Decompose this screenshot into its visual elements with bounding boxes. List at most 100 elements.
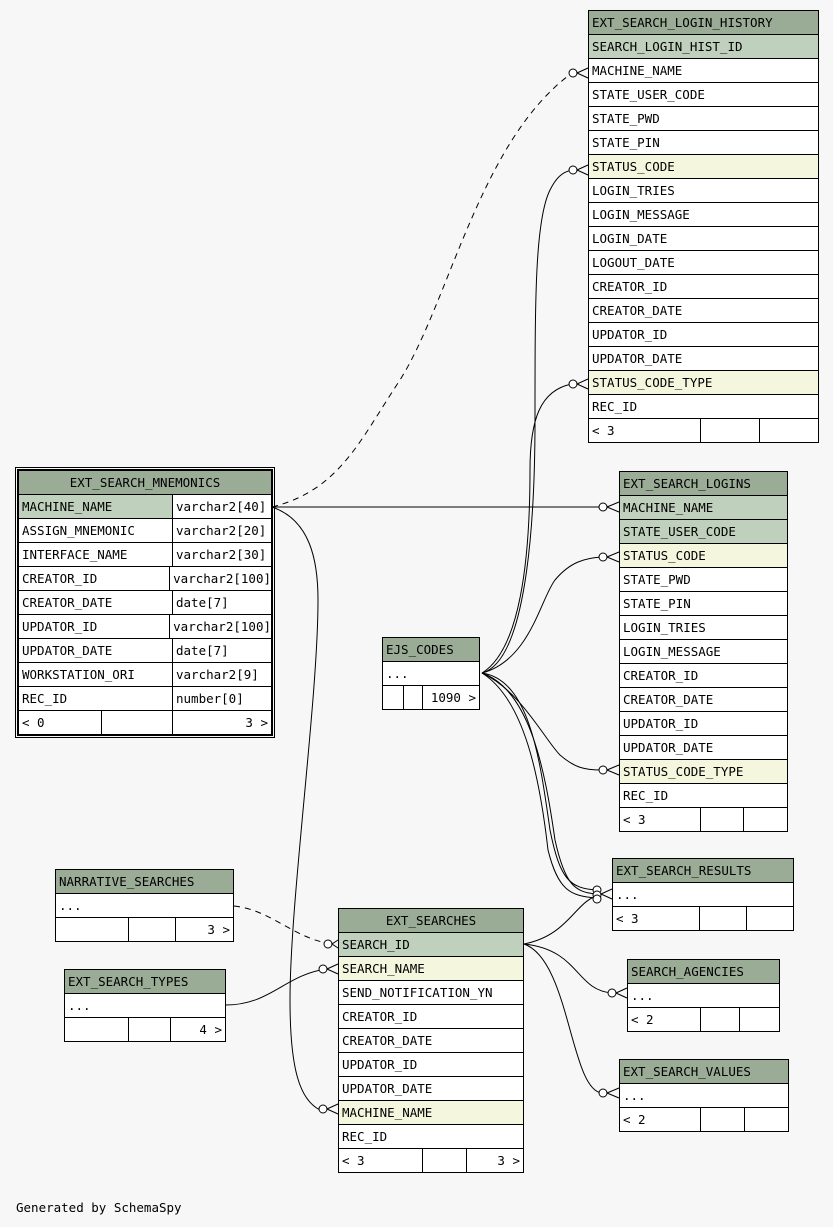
table-footer: 3 >: [56, 917, 233, 941]
column-row: LOGIN_DATE: [589, 226, 818, 250]
link-mnemonics-login-history: [271, 72, 573, 508]
column-row: STATUS_CODE_TYPE: [620, 759, 787, 783]
table-footer: < 3: [589, 418, 818, 442]
column-row: REC_ID: [589, 394, 818, 418]
column-row: MACHINE_NAME: [589, 58, 818, 82]
table-footer: 1090 >: [383, 685, 479, 709]
link-mnemonics-searches: [271, 506, 321, 1111]
table-footer: < 3: [613, 906, 793, 930]
parent-count: < 2: [631, 1012, 654, 1027]
table-searches[interactable]: EXT_SEARCHES SEARCH_ID SEARCH_NAME SEND_…: [338, 908, 524, 1173]
link-ejs-logins-status: [481, 556, 603, 674]
table-narrative-searches[interactable]: NARRATIVE_SEARCHES ... 3 >: [55, 869, 234, 942]
column-row: UPDATOR_ID: [339, 1052, 523, 1076]
column-row: LOGIN_TRIES: [620, 615, 787, 639]
table-body-ellipsis: ...: [620, 1083, 788, 1107]
column-row: CREATOR_ID: [620, 663, 787, 687]
column-row: SEND_NOTIFICATION_YN: [339, 980, 523, 1004]
column-row: STATE_USER_CODE: [589, 82, 818, 106]
column-row: STATE_PWD: [589, 106, 818, 130]
crowfoot-history-type: [568, 379, 578, 389]
crowfoot-values: [598, 1088, 608, 1098]
crowfoot-searches-id: [323, 939, 333, 949]
link-ejs-results-c: [481, 672, 597, 899]
table-footer: < 3: [620, 807, 787, 831]
column-row: LOGIN_MESSAGE: [620, 639, 787, 663]
column-row: STATUS_CODE: [620, 543, 787, 567]
parent-count: < 3: [616, 911, 639, 926]
crowfoot-searches-name: [318, 964, 328, 974]
table-title: EXT_SEARCH_VALUES: [620, 1060, 788, 1083]
crowfoot-results-c: [592, 894, 602, 904]
table-search-types[interactable]: EXT_SEARCH_TYPES ... 4 >: [64, 969, 226, 1042]
column-row: REC_ID: [620, 783, 787, 807]
table-search-agencies[interactable]: SEARCH_AGENCIES ... < 2: [627, 959, 780, 1032]
column-name: INTERFACE_NAME: [19, 543, 173, 566]
table-ejs-codes[interactable]: EJS_CODES ... 1090 >: [382, 637, 480, 710]
column-type: varchar2[9]: [176, 667, 259, 682]
table-title: EXT_SEARCH_TYPES: [65, 970, 225, 993]
link-ejs-history-status: [481, 169, 573, 674]
column-row: CREATOR_ID: [589, 274, 818, 298]
column-name: REC_ID: [19, 687, 173, 710]
column-row: STATE_PWD: [620, 567, 787, 591]
child-count: 3 >: [175, 918, 233, 941]
column-row: CREATOR_ID: [339, 1004, 523, 1028]
link-types-searches: [225, 968, 327, 1006]
table-logins[interactable]: EXT_SEARCH_LOGINS MACHINE_NAME STATE_USE…: [619, 471, 788, 832]
child-count: 1090 >: [422, 686, 479, 709]
column-name: MACHINE_NAME: [19, 495, 173, 518]
crowfoot-history-machine: [568, 68, 578, 78]
parent-count: < 3: [592, 423, 615, 438]
table-body-ellipsis: ...: [56, 893, 233, 917]
column-row: STATUS_CODE_TYPE: [589, 370, 818, 394]
table-body-ellipsis: ...: [383, 661, 479, 685]
column-row: LOGIN_TRIES: [589, 178, 818, 202]
column-type: varchar2[40]: [173, 495, 271, 518]
parent-count: < 2: [623, 1112, 646, 1127]
parent-count: < 3: [623, 812, 646, 827]
table-login-history[interactable]: EXT_SEARCH_LOGIN_HISTORY SEARCH_LOGIN_HI…: [588, 10, 819, 443]
column-name: CREATOR_DATE: [19, 591, 173, 614]
column-row: STATUS_CODE: [589, 154, 818, 178]
link-ejs-results-b: [481, 672, 597, 895]
column-name: WORKSTATION_ORI: [19, 663, 173, 686]
link-ejs-history-type: [481, 383, 573, 674]
column-name: UPDATOR_DATE: [19, 639, 173, 662]
column-type: date[7]: [176, 595, 229, 610]
parent-count: < 3: [342, 1153, 365, 1168]
column-row: UPDATOR_ID: [589, 322, 818, 346]
column-row: SEARCH_ID: [339, 932, 523, 956]
link-searches-results: [523, 894, 601, 945]
table-title: EXT_SEARCH_MNEMONICS: [19, 471, 271, 494]
column-type: number[0]: [176, 691, 244, 706]
table-search-values[interactable]: EXT_SEARCH_VALUES ... < 2: [619, 1059, 789, 1132]
column-row: CREATOR_DATE: [339, 1028, 523, 1052]
column-name: UPDATOR_ID: [19, 615, 171, 638]
child-count: 4 >: [170, 1018, 225, 1041]
column-row: REC_ID: [339, 1124, 523, 1148]
table-footer: < 0 3 >: [19, 710, 271, 734]
crowfoot-agencies: [607, 988, 617, 998]
column-row: CREATOR_DATE: [620, 687, 787, 711]
crowfoot-logins-machine: [598, 502, 608, 512]
table-title: EXT_SEARCH_RESULTS: [613, 859, 793, 882]
table-title: EJS_CODES: [383, 638, 479, 661]
column-row: STATE_PIN: [620, 591, 787, 615]
column-type: varchar2[20]: [176, 523, 267, 538]
column-row: STATE_PIN: [589, 130, 818, 154]
link-ejs-results-a: [481, 672, 597, 891]
generator-credit: Generated by SchemaSpy: [16, 1200, 182, 1215]
table-results[interactable]: EXT_SEARCH_RESULTS ... < 3: [612, 858, 794, 931]
column-row: LOGIN_MESSAGE: [589, 202, 818, 226]
table-body-ellipsis: ...: [65, 993, 225, 1017]
table-body-ellipsis: ...: [613, 882, 793, 906]
